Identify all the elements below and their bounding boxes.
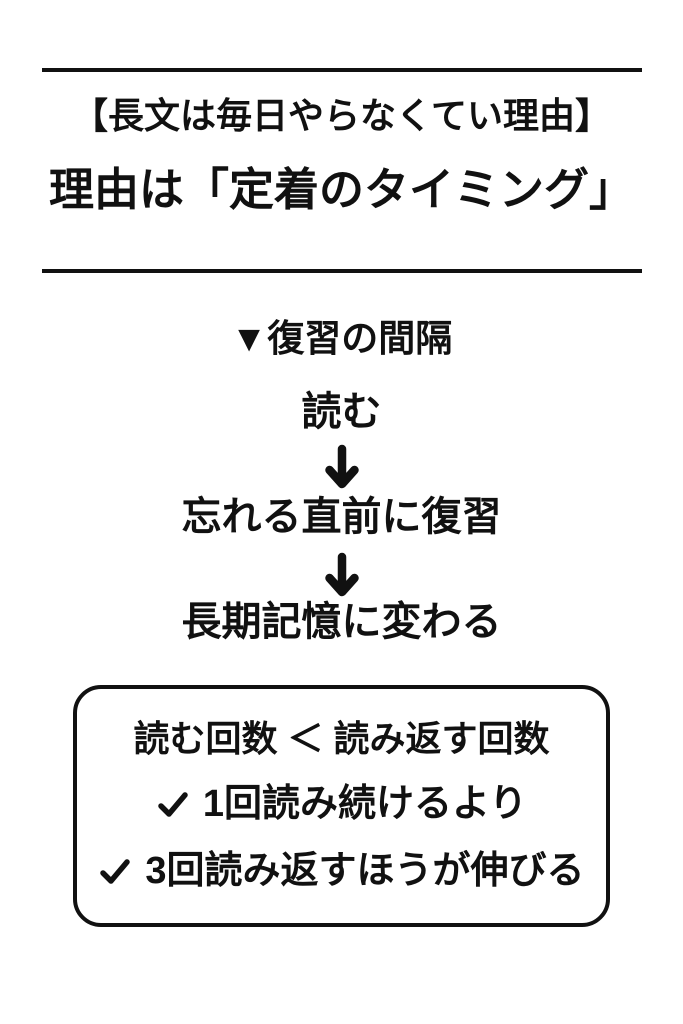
section-label-text: 復習の間隔 xyxy=(267,318,453,360)
triangle-marker-icon: ▼ xyxy=(230,318,268,360)
section-label: ▼復習の間隔 xyxy=(231,317,453,361)
header: 【長文は毎日やらなくてい理由】 理由は「定着のタイミング」 xyxy=(49,72,634,217)
page-title: 理由は「定着のタイミング」 xyxy=(48,164,634,216)
summary-heading: 読む回数 ＜ 読み返す回数 xyxy=(133,717,550,759)
flow-step-review-before-forgetting: 忘れる直前に復習 xyxy=(181,494,502,539)
summary-item-text: 1回読み続けるより xyxy=(202,782,528,825)
flow-step-read: 読む xyxy=(301,389,382,434)
summary-box: 読む回数 ＜ 読み返す回数 1回読み続けるより 3回読み返すほうが伸びる xyxy=(73,684,610,927)
down-arrow-icon xyxy=(324,552,359,596)
summary-item: 1回読み続けるより xyxy=(156,783,527,827)
header-subtitle: 【長文は毎日やらなくてい理由】 xyxy=(72,95,611,136)
down-arrow-icon xyxy=(324,444,359,488)
header-divider-line xyxy=(41,269,642,274)
summary-item-text: 3回読み返すほうが伸びる xyxy=(145,849,585,892)
top-divider-line xyxy=(41,68,642,72)
check-icon xyxy=(158,792,188,818)
check-icon xyxy=(100,859,131,885)
flow-step-long-term-memory: 長期記憶に変わる xyxy=(181,599,502,644)
review-interval-flow: 読む 忘れる直前に復習 長期記憶に変わる xyxy=(182,388,502,646)
summary-item: 3回読み返すほうが伸びる xyxy=(98,849,585,894)
